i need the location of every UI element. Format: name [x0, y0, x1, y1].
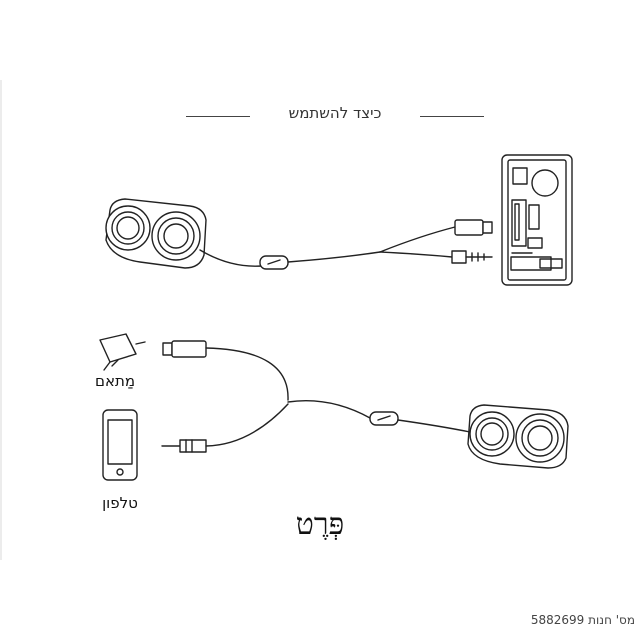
speakers-bottom: [467, 404, 569, 469]
inline-switch-bottom: [369, 411, 399, 426]
adapter-label: מַתאם: [94, 372, 136, 390]
cable-to-usb-top: [379, 226, 456, 253]
speakers-top: [105, 198, 207, 269]
heading-line-right: [420, 116, 484, 117]
cable-speakers-to-switch-top: [199, 249, 263, 267]
cable-switch-to-speakers-bottom: [397, 419, 471, 433]
heading-line-left: [186, 116, 250, 117]
cable-to-audio-top: [379, 251, 453, 258]
heading: כיצד להשתמש: [288, 104, 382, 122]
usb-plug-bottom: [162, 340, 207, 358]
power-adapter: [99, 333, 146, 371]
inline-switch-top: [259, 255, 289, 270]
brand-logo-text: פְּרֶט: [295, 507, 345, 542]
cable-audio-to-join: [205, 403, 289, 447]
usb-plug-top: [454, 219, 493, 236]
left-edge-shade: [0, 80, 2, 560]
audio-jack-bottom: [161, 439, 207, 453]
audio-jack-top: [451, 250, 493, 264]
phone-icon: [102, 409, 138, 481]
store-number: מס' חנות 5882699: [530, 613, 635, 627]
cable-join-to-switch-bottom: [287, 400, 371, 419]
cable-usb-to-join: [205, 347, 289, 401]
phone-label: טלפון: [102, 494, 138, 512]
computer-tower: [501, 154, 573, 286]
cable-switch-to-split-top: [287, 251, 381, 263]
